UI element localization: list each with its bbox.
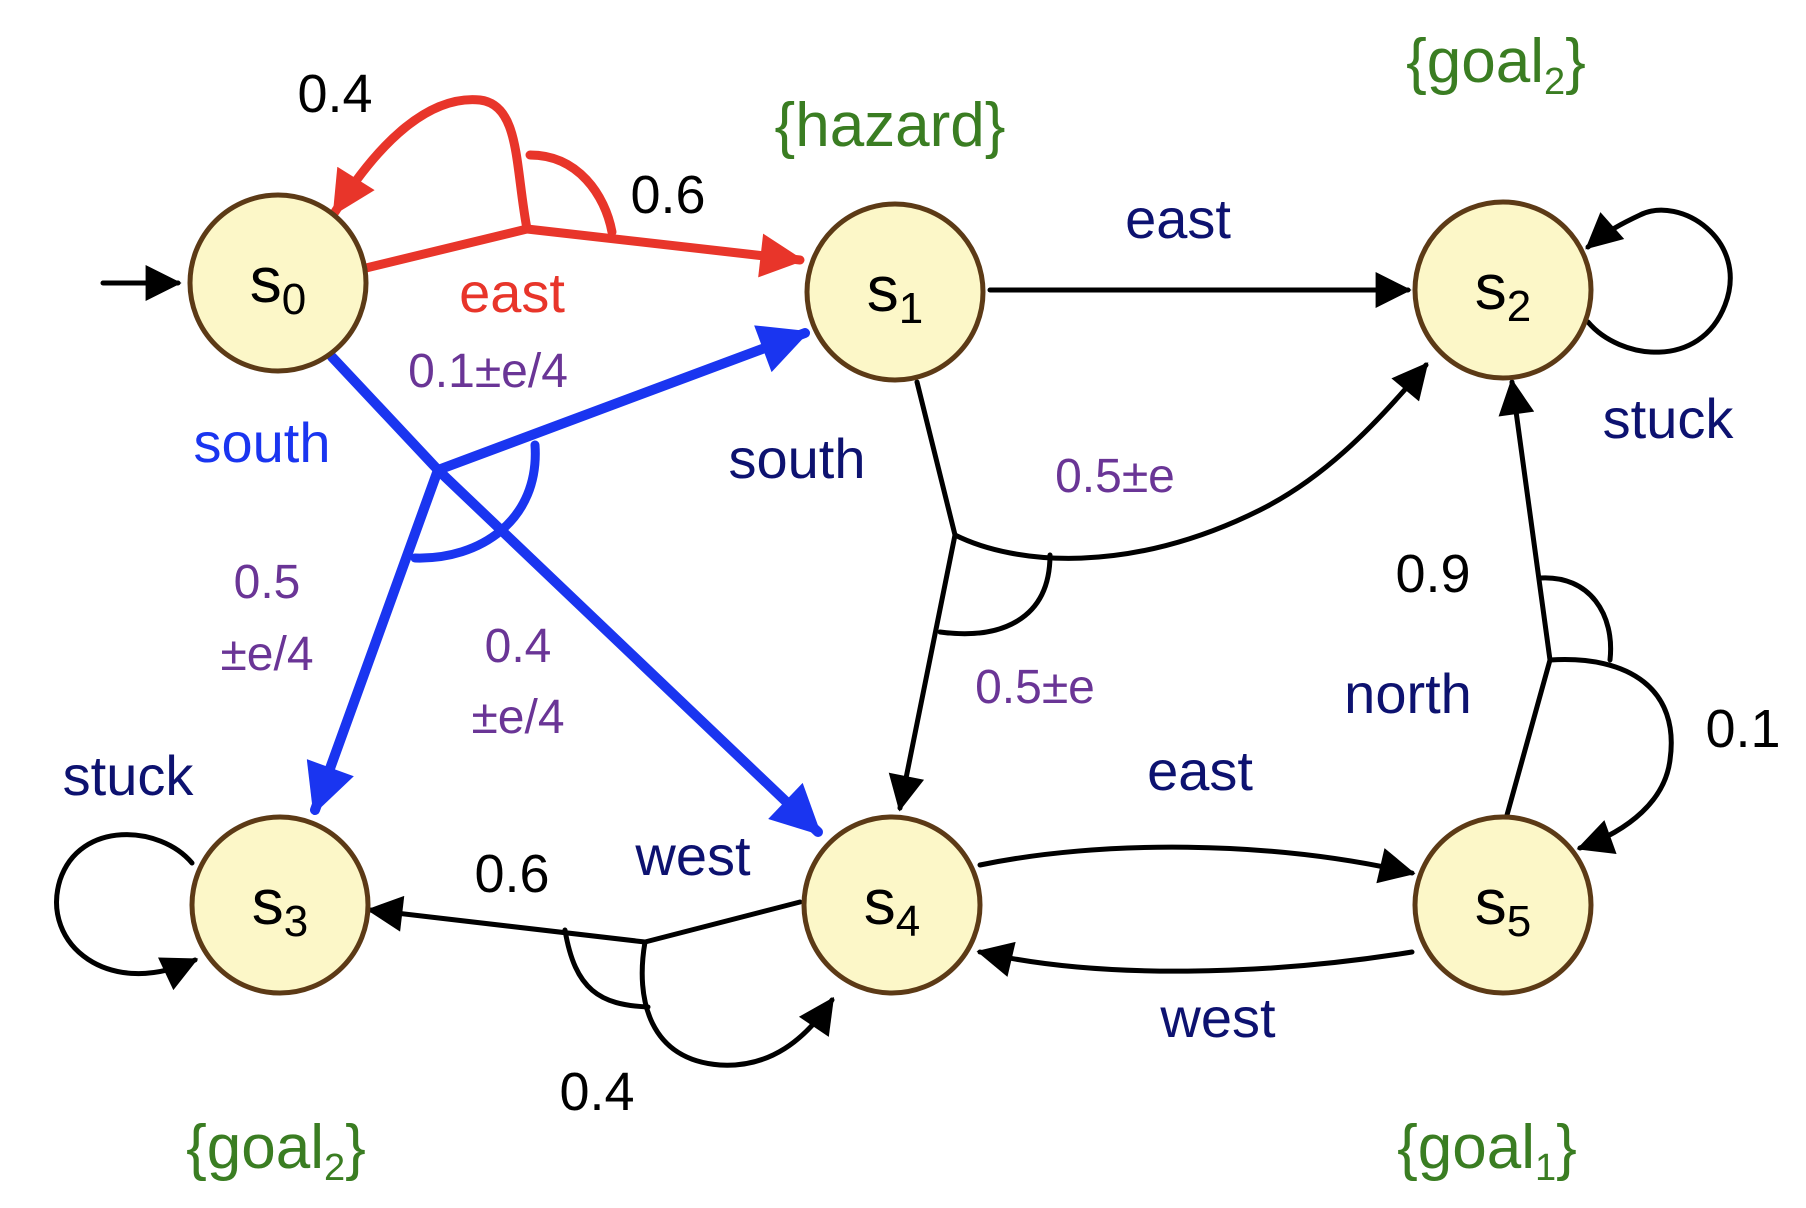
svg-text:s5: s5 [1475, 866, 1531, 946]
action-s1-east: east [1125, 187, 1231, 250]
prop-hazard: {hazard} [775, 91, 1006, 160]
s0-east-transition [330, 95, 805, 278]
s0-east-edge-to-s1 [522, 224, 805, 278]
state-s1-index: 1 [899, 284, 923, 333]
s0-east-branch-arc [525, 150, 617, 237]
state-s3: s3 [189, 814, 371, 996]
prob-s1-south-s2: 0.5±e [1055, 450, 1175, 503]
state-s0-letter: s [250, 244, 282, 316]
s0-east-edge-self [330, 95, 532, 234]
s0-south-edge-to-s3 [306, 465, 443, 815]
prob-s0-south-s3-line1: 0.5 [234, 556, 301, 609]
prob-s0-east-s1: 0.6 [630, 165, 705, 225]
s4-west-edge-self [639, 939, 835, 1068]
prob-s0-east-self: 0.4 [297, 64, 372, 124]
state-s2-letter: s [1475, 251, 1507, 323]
prob-s4-west-s3: 0.6 [474, 844, 549, 904]
s1-south-edge-to-s4 [888, 532, 958, 812]
s0-south-edge-to-s1 [433, 325, 810, 475]
state-s5-index: 5 [1507, 897, 1531, 946]
s3-stuck-loop [54, 832, 199, 991]
s4-east-edge [977, 844, 1416, 884]
s1-south-edge-base [914, 379, 958, 538]
action-s4-east: east [1147, 739, 1253, 802]
prob-s1-south-s4: 0.5±e [975, 661, 1095, 714]
state-s1-letter: s [867, 253, 899, 325]
prob-s0-south-s3-line2: ±e/4 [220, 628, 313, 681]
svg-text:s0: s0 [250, 244, 306, 324]
s0-east-edge-base [361, 224, 532, 273]
state-s5: s5 [1412, 814, 1594, 996]
prob-s4-west-self: 0.4 [559, 1062, 634, 1122]
svg-text:s4: s4 [864, 866, 920, 946]
state-s0-index: 0 [282, 275, 306, 324]
s5-north-edge-to-s2 [1498, 378, 1553, 663]
s1-south-branch-arc [937, 552, 1053, 637]
state-s2: s2 [1412, 199, 1594, 381]
state-s0: s0 [187, 192, 369, 374]
state-s4-letter: s [864, 866, 896, 938]
state-s2-index: 2 [1507, 282, 1531, 331]
s4-west-transition [366, 895, 835, 1068]
prob-s0-south-s4-line2: ±e/4 [471, 691, 564, 744]
action-s2-stuck: stuck [1603, 387, 1735, 450]
action-s1-south: south [729, 427, 866, 490]
action-s0-south: south [194, 411, 331, 474]
svg-text:s3: s3 [252, 866, 308, 946]
state-s3-index: 3 [284, 897, 308, 946]
s1-south-transition [888, 362, 1429, 812]
s5-north-transition [1498, 378, 1674, 854]
prob-s0-south-s1: 0.1±e/4 [408, 345, 568, 398]
prob-s5-north-self: 0.1 [1705, 699, 1780, 759]
s0-south-edge-base [327, 352, 443, 475]
state-s4: s4 [801, 814, 983, 996]
state-s4-index: 4 [896, 897, 920, 946]
svg-text:s1: s1 [867, 253, 923, 333]
action-s5-west: west [1159, 986, 1276, 1049]
s5-north-branch-arc [1537, 575, 1614, 663]
prop-goal1: {goal1} [1397, 1113, 1577, 1189]
action-s0-east: east [459, 261, 565, 324]
prob-s0-south-s4-line1: 0.4 [485, 620, 552, 673]
s0-south-transition [306, 325, 823, 837]
prop-goal2-top: {goal2} [1406, 27, 1586, 103]
state-s3-letter: s [252, 866, 284, 938]
s5-north-edge-self [1547, 657, 1674, 854]
state-s5-letter: s [1475, 866, 1507, 938]
action-s5-north: north [1344, 662, 1472, 725]
prop-goal2-bottom: {goal2} [186, 1113, 366, 1189]
action-s4-west: west [634, 824, 751, 887]
s5-north-edge-base [1504, 657, 1553, 818]
s4-west-edge-to-s3 [366, 895, 648, 945]
s0-south-branch-arc [410, 440, 540, 563]
state-s1: s1 [804, 201, 986, 383]
s4-west-branch-arc [562, 927, 651, 1010]
s4-west-edge-base [642, 899, 803, 945]
prob-s5-north-s2: 0.9 [1395, 544, 1470, 604]
s5-west-edge [976, 941, 1415, 977]
s2-stuck-loop [1585, 207, 1733, 355]
action-s3-stuck: stuck [63, 744, 195, 807]
s1-south-edge-to-s2 [952, 362, 1429, 561]
svg-text:s2: s2 [1475, 251, 1531, 331]
